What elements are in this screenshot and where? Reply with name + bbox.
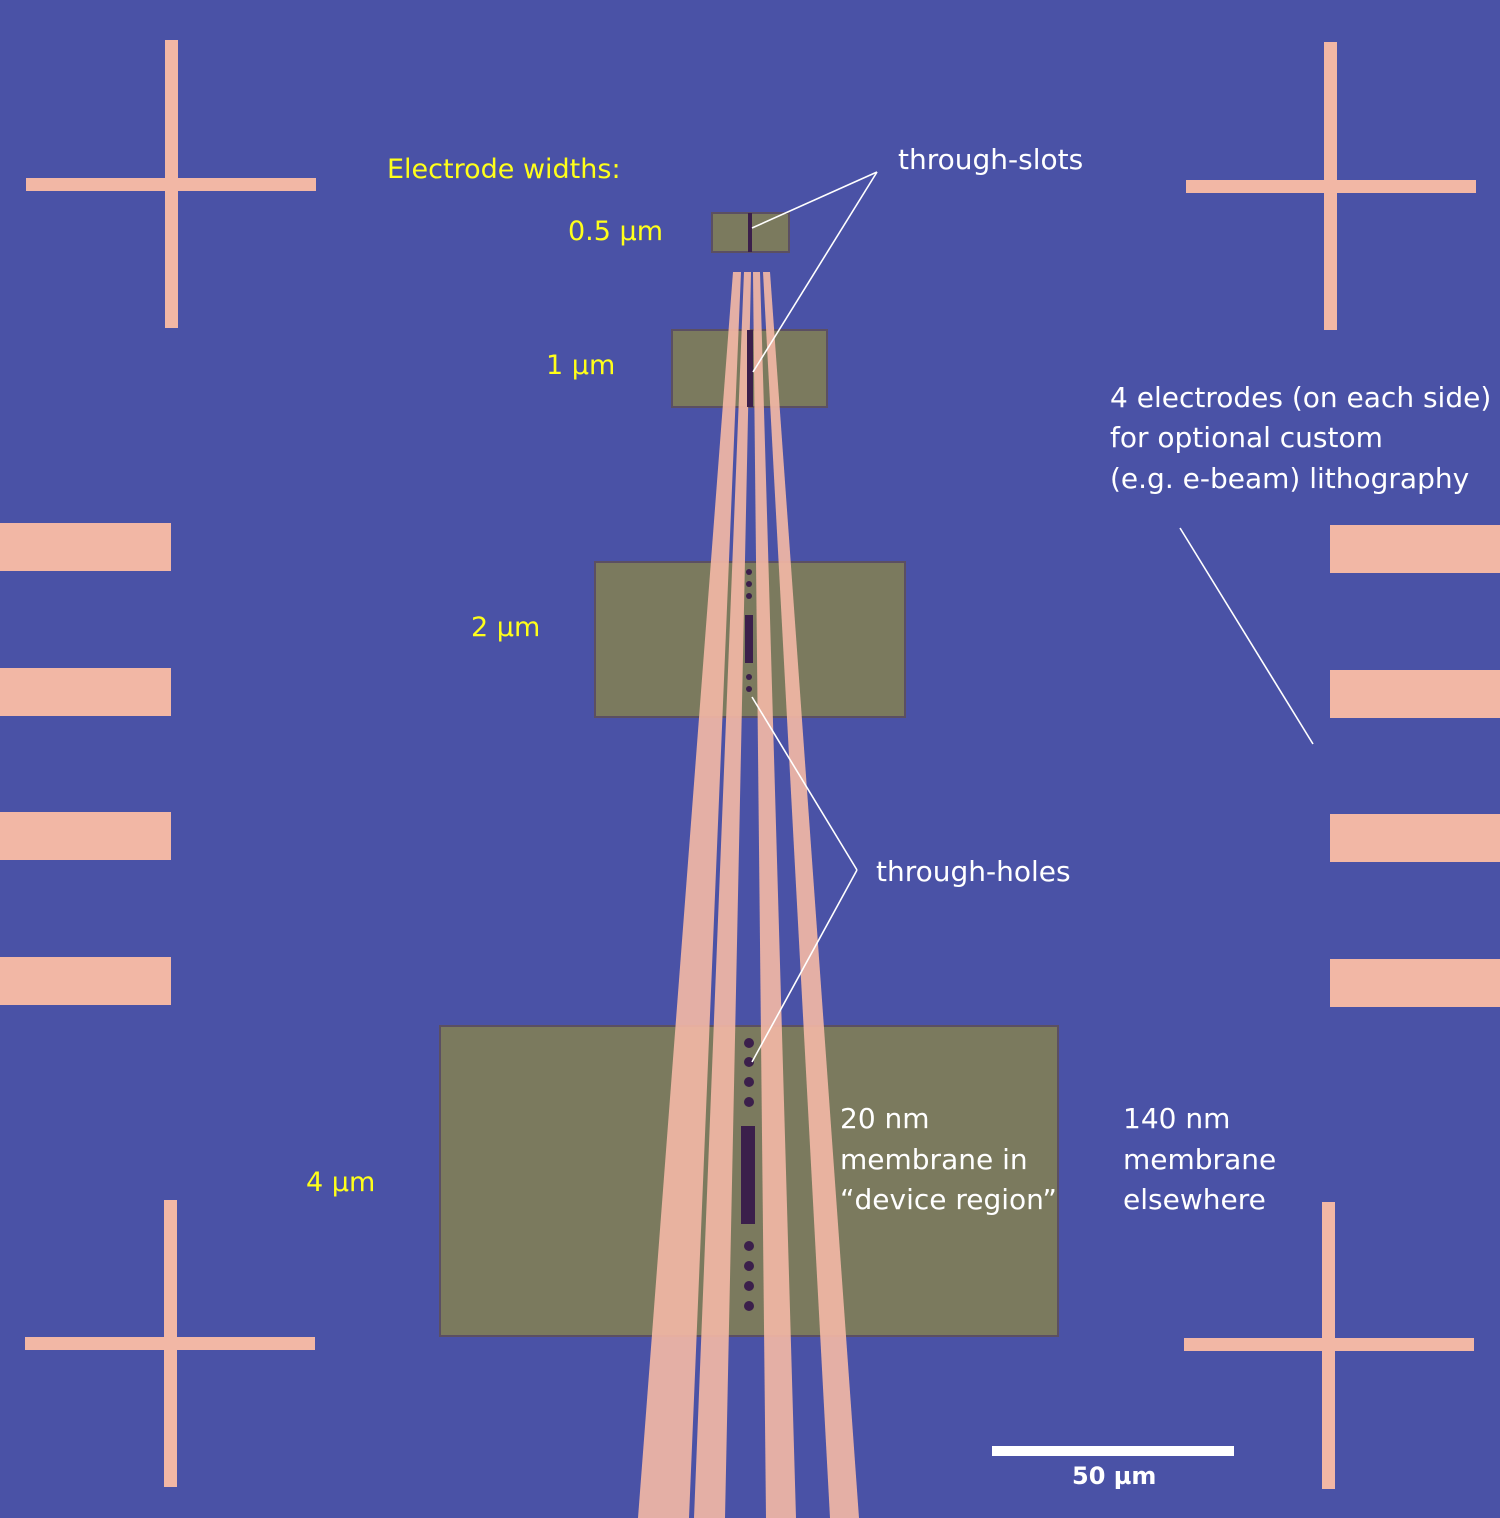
thin-membrane-line2: membrane in (840, 1143, 1028, 1176)
scale-bar (992, 1446, 1234, 1456)
through-holes (744, 569, 754, 1311)
thin-membrane-line3: “device region” (840, 1183, 1057, 1216)
width-2-label: 2 µm (471, 612, 541, 643)
left-electrodes (0, 523, 171, 1005)
width-4-label: 4 µm (306, 1167, 376, 1198)
through-slots-label: through-slots (898, 143, 1084, 176)
electrodes-note-line3: (e.g. e-beam) lithography (1110, 462, 1470, 495)
alignment-cross-bottom-right (1184, 1202, 1474, 1489)
electrode-widths-label: Electrode widths: (387, 154, 621, 185)
alignment-cross-bottom-left (25, 1200, 315, 1487)
right-electrodes (1330, 525, 1500, 1007)
thick-membrane-line3: elsewhere (1123, 1183, 1266, 1216)
electrodes-note-line1: 4 electrodes (on each side) (1110, 381, 1492, 414)
thick-membrane-line2: membrane (1123, 1143, 1277, 1176)
thin-membrane-line1: 20 nm (840, 1102, 930, 1135)
thick-membrane-line1: 140 nm (1123, 1102, 1231, 1135)
electrodes-note-line2: for optional custom (1110, 421, 1383, 454)
annotation-lines (751, 171, 1314, 1063)
electrode-leads (638, 272, 859, 1518)
alignment-cross-top-left (26, 40, 316, 328)
through-holes-label: through-holes (876, 855, 1071, 888)
width-05-label: 0.5 µm (568, 216, 664, 247)
through-slots (741, 213, 755, 1224)
alignment-cross-top-right (1186, 42, 1476, 330)
width-1-label: 1 µm (546, 350, 616, 381)
scale-bar-label: 50 µm (1072, 1462, 1157, 1490)
